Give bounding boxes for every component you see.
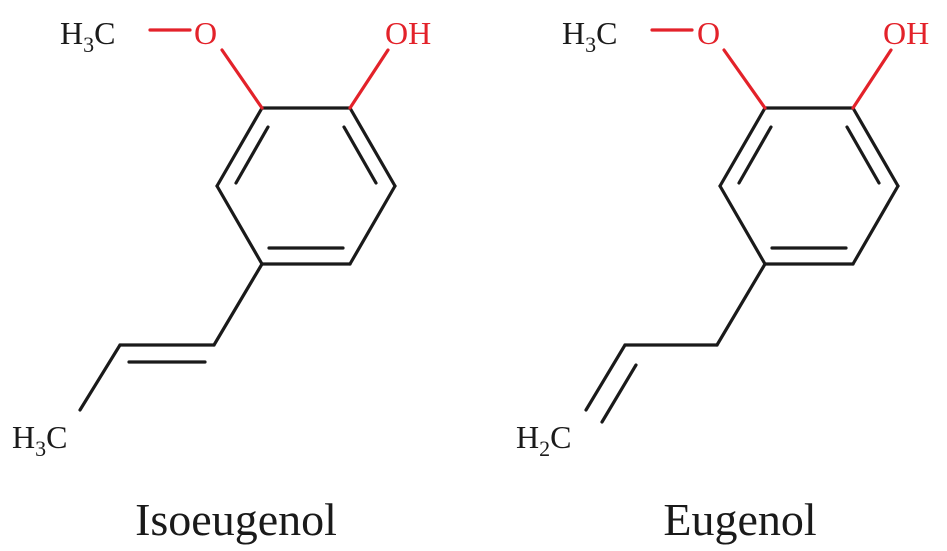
isoeugenol-chain-bond — [212, 262, 264, 347]
eugenol-benzene-ring — [718, 106, 900, 266]
eugenol-chain-bond — [715, 262, 767, 347]
ring-bond — [718, 184, 767, 266]
ring-bond — [348, 184, 397, 266]
eugenol-name: Eugenol — [663, 494, 816, 545]
eugenol-methoxy-oxygen-label: O — [697, 15, 720, 51]
isoeugenol-chain-terminal-bond — [78, 343, 122, 412]
isoeugenol-terminal-methyl-label: H3C — [12, 419, 67, 461]
eugenol-methoxy-methyl-label: H3C — [562, 15, 617, 57]
ring-double-bond — [342, 125, 378, 185]
molecule-eugenol: H3C O OH H2C Eugenol — [516, 15, 929, 545]
isoeugenol-methoxy-bond — [220, 48, 264, 110]
ring-bond — [215, 184, 264, 266]
isoeugenol-methoxy-methyl-label: H3C — [60, 15, 115, 57]
isoeugenol-benzene-ring — [215, 106, 397, 266]
ring-double-bond — [737, 125, 773, 185]
isoeugenol-hydroxyl-bond — [348, 48, 390, 110]
isoeugenol-methoxy-oxygen-label: O — [194, 15, 217, 51]
isoeugenol-name: Isoeugenol — [135, 494, 337, 545]
eugenol-hydroxyl-bond — [851, 48, 893, 110]
eugenol-terminal-methylene-label: H2C — [516, 419, 571, 461]
ring-bond — [215, 106, 264, 188]
ring-bond — [851, 106, 900, 188]
eugenol-chain-double-bond-inner — [600, 363, 638, 424]
eugenol-hydroxyl-label: OH — [883, 15, 929, 51]
ring-double-bond — [234, 125, 270, 185]
ring-bond — [348, 106, 397, 188]
molecule-isoeugenol: H3C O OH H3C Isoeugenol — [12, 15, 431, 545]
eugenol-methoxy-bond — [722, 48, 767, 110]
isoeugenol-hydroxyl-label: OH — [385, 15, 431, 51]
ring-double-bond — [845, 125, 881, 185]
eugenol-chain-double-bond-outer — [584, 343, 627, 412]
ring-bond — [851, 184, 900, 266]
ring-bond — [718, 106, 767, 188]
